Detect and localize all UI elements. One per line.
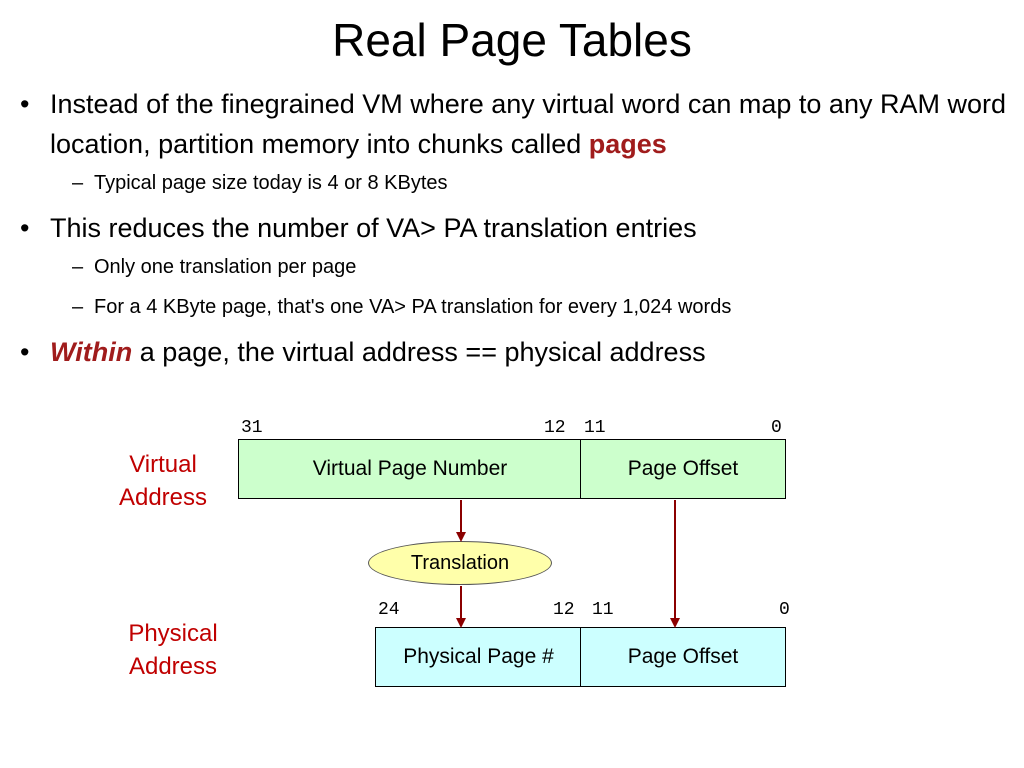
v-offset-label: Page Offset <box>627 457 739 480</box>
sub-bullet-text: Typical page size today is 4 or 8 KBytes <box>94 172 448 194</box>
bullet-item: • Within a page, the virtual address == … <box>14 332 1014 372</box>
dash-icon: – <box>72 172 84 194</box>
bullet-text: Instead of the finegrained VM where any … <box>50 89 1006 159</box>
translation-oval: Translation <box>368 541 552 585</box>
pa-bit-11: 11 <box>592 600 614 620</box>
pa-bit-0: 0 <box>779 600 790 620</box>
physical-page-offset-box: Page Offset <box>580 627 786 687</box>
bullet-text: This reduces the number of VA> PA transl… <box>50 213 697 243</box>
sub-bullet-text: For a 4 KByte page, that's one VA> PA tr… <box>94 296 732 318</box>
p-offset-label: Page Offset <box>627 645 739 668</box>
va-bit-0: 0 <box>771 418 782 438</box>
bullet-item: • This reduces the number of VA> PA tran… <box>14 208 1014 248</box>
va-bit-12: 12 <box>544 418 566 438</box>
sub-bullet-item: – Only one translation per page <box>14 252 1014 282</box>
virtual-page-offset-box: Page Offset <box>580 439 786 499</box>
va-bit-31: 31 <box>241 418 263 438</box>
bullet-icon: • <box>20 89 30 119</box>
bullet-list: • Instead of the finegrained VM where an… <box>14 84 1014 372</box>
sub-bullet-item: – For a 4 KByte page, that's one VA> PA … <box>14 292 1014 322</box>
bullet-icon: • <box>20 213 30 243</box>
va-bit-11: 11 <box>584 418 606 438</box>
virtual-address-label: Virtual Address <box>118 451 208 511</box>
bullet-item: • Instead of the finegrained VM where an… <box>14 84 1014 164</box>
ppn-label: Physical Page # <box>403 645 554 668</box>
sub-bullet-item: – Typical page size today is 4 or 8 KByt… <box>14 168 1014 198</box>
highlight-pages: pages <box>588 129 667 159</box>
sub-bullet-text: Only one translation per page <box>94 256 357 278</box>
translation-label: Translation <box>410 551 510 574</box>
physical-page-number-box: Physical Page # <box>375 627 582 687</box>
bullet-icon: • <box>20 337 30 367</box>
pa-bit-12: 12 <box>553 600 575 620</box>
bullet-text: a page, the virtual address == physical … <box>132 337 706 367</box>
virtual-page-number-box: Virtual Page Number <box>238 439 582 499</box>
slide-title: Real Page Tables <box>332 14 692 66</box>
pa-bit-24: 24 <box>378 600 400 620</box>
dash-icon: – <box>72 296 84 318</box>
physical-address-label: Physical Address <box>128 620 218 680</box>
highlight-within: Within <box>50 337 133 367</box>
dash-icon: – <box>72 256 84 278</box>
vpn-label: Virtual Page Number <box>312 457 508 480</box>
